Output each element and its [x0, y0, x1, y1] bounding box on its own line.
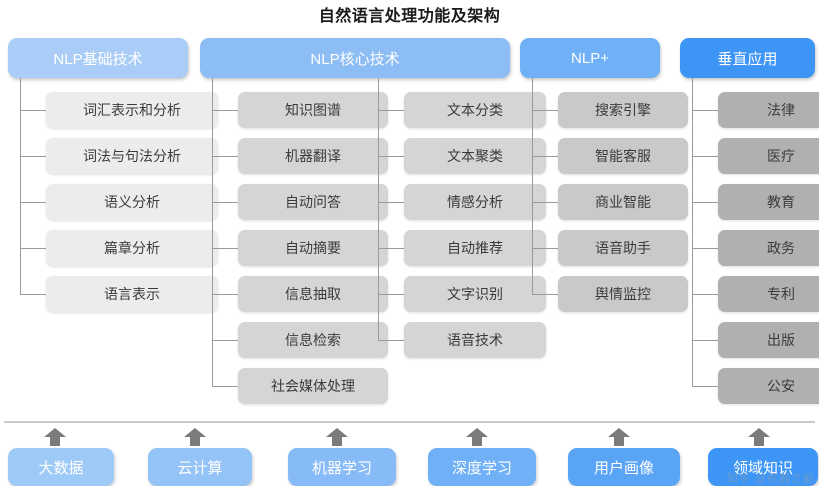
connector-branch	[532, 294, 558, 295]
connector-branch	[212, 294, 238, 295]
item-box[interactable]: 医疗	[718, 138, 819, 174]
connector-branch	[692, 294, 718, 295]
connector-trunk	[212, 78, 213, 386]
item-box[interactable]: 篇章分析	[46, 230, 218, 266]
column-header-nlp-plus[interactable]: NLP+	[520, 38, 660, 78]
connector-branch	[212, 110, 238, 111]
column-header-nlp-basic[interactable]: NLP基础技术	[8, 38, 188, 78]
item-box[interactable]: 文字识别	[403, 276, 546, 312]
connector-branch	[212, 386, 238, 387]
connector-branch	[692, 156, 718, 157]
arrow-up-icon	[748, 428, 770, 446]
column-nlp-basic: NLP基础技术词汇表示和分析词法与句法分析语义分析篇章分析语言表示	[8, 38, 218, 322]
item-box[interactable]: 知识图谱	[238, 92, 388, 128]
connector-trunk	[377, 78, 379, 340]
arrow-up-icon	[184, 428, 206, 446]
item-box[interactable]: 专利	[718, 276, 819, 312]
column-nlp-plus: NLP+搜索引擎智能客服商业智能语音助手舆情监控	[520, 38, 688, 322]
connector-branch	[692, 248, 718, 249]
connector-branch	[212, 340, 238, 341]
arrow-up-icon	[326, 428, 348, 446]
item-box[interactable]: 自动问答	[238, 184, 388, 220]
item-box[interactable]: 信息检索	[238, 322, 388, 358]
item-box[interactable]: 语音助手	[558, 230, 688, 266]
connector-branch	[377, 248, 404, 249]
item-box[interactable]: 政务	[718, 230, 819, 266]
item-box[interactable]: 词法与句法分析	[46, 138, 218, 174]
connector-branch	[377, 340, 404, 341]
connector-branch	[377, 110, 404, 111]
sub-column-nlp-plus-1: 搜索引擎智能客服商业智能语音助手舆情监控	[520, 78, 688, 322]
connector-branch	[20, 156, 46, 157]
foundation-box[interactable]: 领域知识	[708, 448, 818, 486]
item-box[interactable]: 教育	[718, 184, 819, 220]
connector-branch	[20, 294, 46, 295]
foundation-box[interactable]: 机器学习	[288, 448, 396, 486]
sub-column-nlp-core-1: 知识图谱机器翻译自动问答自动摘要信息抽取信息检索社会媒体处理	[200, 78, 388, 414]
item-box[interactable]: 语义分析	[46, 184, 218, 220]
arrow-up-icon	[608, 428, 630, 446]
column-body-nlp-basic: 词汇表示和分析词法与句法分析语义分析篇章分析语言表示	[8, 78, 218, 322]
watermark: 知乎 @机器之能	[726, 473, 815, 485]
connector-branch	[532, 202, 558, 203]
column-body-nlp-core: 知识图谱机器翻译自动问答自动摘要信息抽取信息检索社会媒体处理文本分类文本聚类情感…	[200, 78, 546, 414]
item-box[interactable]: 自动摘要	[238, 230, 388, 266]
foundation-box[interactable]: 云计算	[148, 448, 252, 486]
arrow-up-icon	[44, 428, 66, 446]
connector-branch	[532, 156, 558, 157]
connector-branch	[692, 202, 718, 203]
column-nlp-core: NLP核心技术知识图谱机器翻译自动问答自动摘要信息抽取信息检索社会媒体处理文本分…	[200, 38, 546, 414]
item-box[interactable]: 社会媒体处理	[238, 368, 388, 404]
column-body-vertical-apps: 法律医疗教育政务专利出版公安	[680, 78, 819, 414]
connector-branch	[692, 386, 718, 387]
sub-column-nlp-core-2: 文本分类文本聚类情感分析自动推荐文字识别语音技术	[368, 78, 546, 414]
connector-branch	[377, 202, 404, 203]
item-box[interactable]: 信息抽取	[238, 276, 388, 312]
connector-branch	[692, 110, 718, 111]
connector-trunk	[532, 78, 533, 294]
foundation-box[interactable]: 用户画像	[568, 448, 680, 486]
connector-branch	[692, 340, 718, 341]
item-box[interactable]: 智能客服	[558, 138, 688, 174]
column-vertical-apps: 垂直应用法律医疗教育政务专利出版公安	[680, 38, 819, 414]
connector-branch	[532, 110, 558, 111]
item-box[interactable]: 自动推荐	[403, 230, 546, 266]
page-title: 自然语言处理功能及架构	[318, 8, 501, 25]
item-box[interactable]: 商业智能	[558, 184, 688, 220]
connector-branch	[212, 202, 238, 203]
column-header-nlp-core[interactable]: NLP核心技术	[200, 38, 510, 78]
connector-trunk	[692, 78, 693, 386]
item-box[interactable]: 文本分类	[403, 92, 546, 128]
item-box[interactable]: 出版	[718, 322, 819, 358]
item-box[interactable]: 舆情监控	[558, 276, 688, 312]
item-box[interactable]: 搜索引擎	[558, 92, 688, 128]
sub-column-nlp-basic-1: 词汇表示和分析词法与句法分析语义分析篇章分析语言表示	[8, 78, 218, 322]
foundation-box[interactable]: 大数据	[8, 448, 114, 486]
connector-branch	[20, 202, 46, 203]
foundation-divider	[4, 421, 815, 423]
item-box[interactable]: 语音技术	[403, 322, 546, 358]
connector-branch	[377, 294, 404, 295]
connector-branch	[20, 248, 46, 249]
sub-column-vertical-apps-1: 法律医疗教育政务专利出版公安	[680, 78, 819, 414]
item-box[interactable]: 公安	[718, 368, 819, 404]
item-box[interactable]: 文本聚类	[403, 138, 546, 174]
column-header-vertical-apps[interactable]: 垂直应用	[680, 38, 815, 78]
item-box[interactable]: 词汇表示和分析	[46, 92, 218, 128]
connector-trunk	[20, 78, 21, 294]
connector-branch	[377, 156, 404, 157]
column-body-nlp-plus: 搜索引擎智能客服商业智能语音助手舆情监控	[520, 78, 688, 322]
foundation-box[interactable]: 深度学习	[428, 448, 536, 486]
connector-branch	[212, 248, 238, 249]
item-box[interactable]: 机器翻译	[238, 138, 388, 174]
item-box[interactable]: 情感分析	[403, 184, 546, 220]
connector-branch	[20, 110, 46, 111]
arrow-up-icon	[466, 428, 488, 446]
connector-branch	[532, 248, 558, 249]
connector-branch	[212, 156, 238, 157]
item-box[interactable]: 法律	[718, 92, 819, 128]
item-box[interactable]: 语言表示	[46, 276, 218, 312]
